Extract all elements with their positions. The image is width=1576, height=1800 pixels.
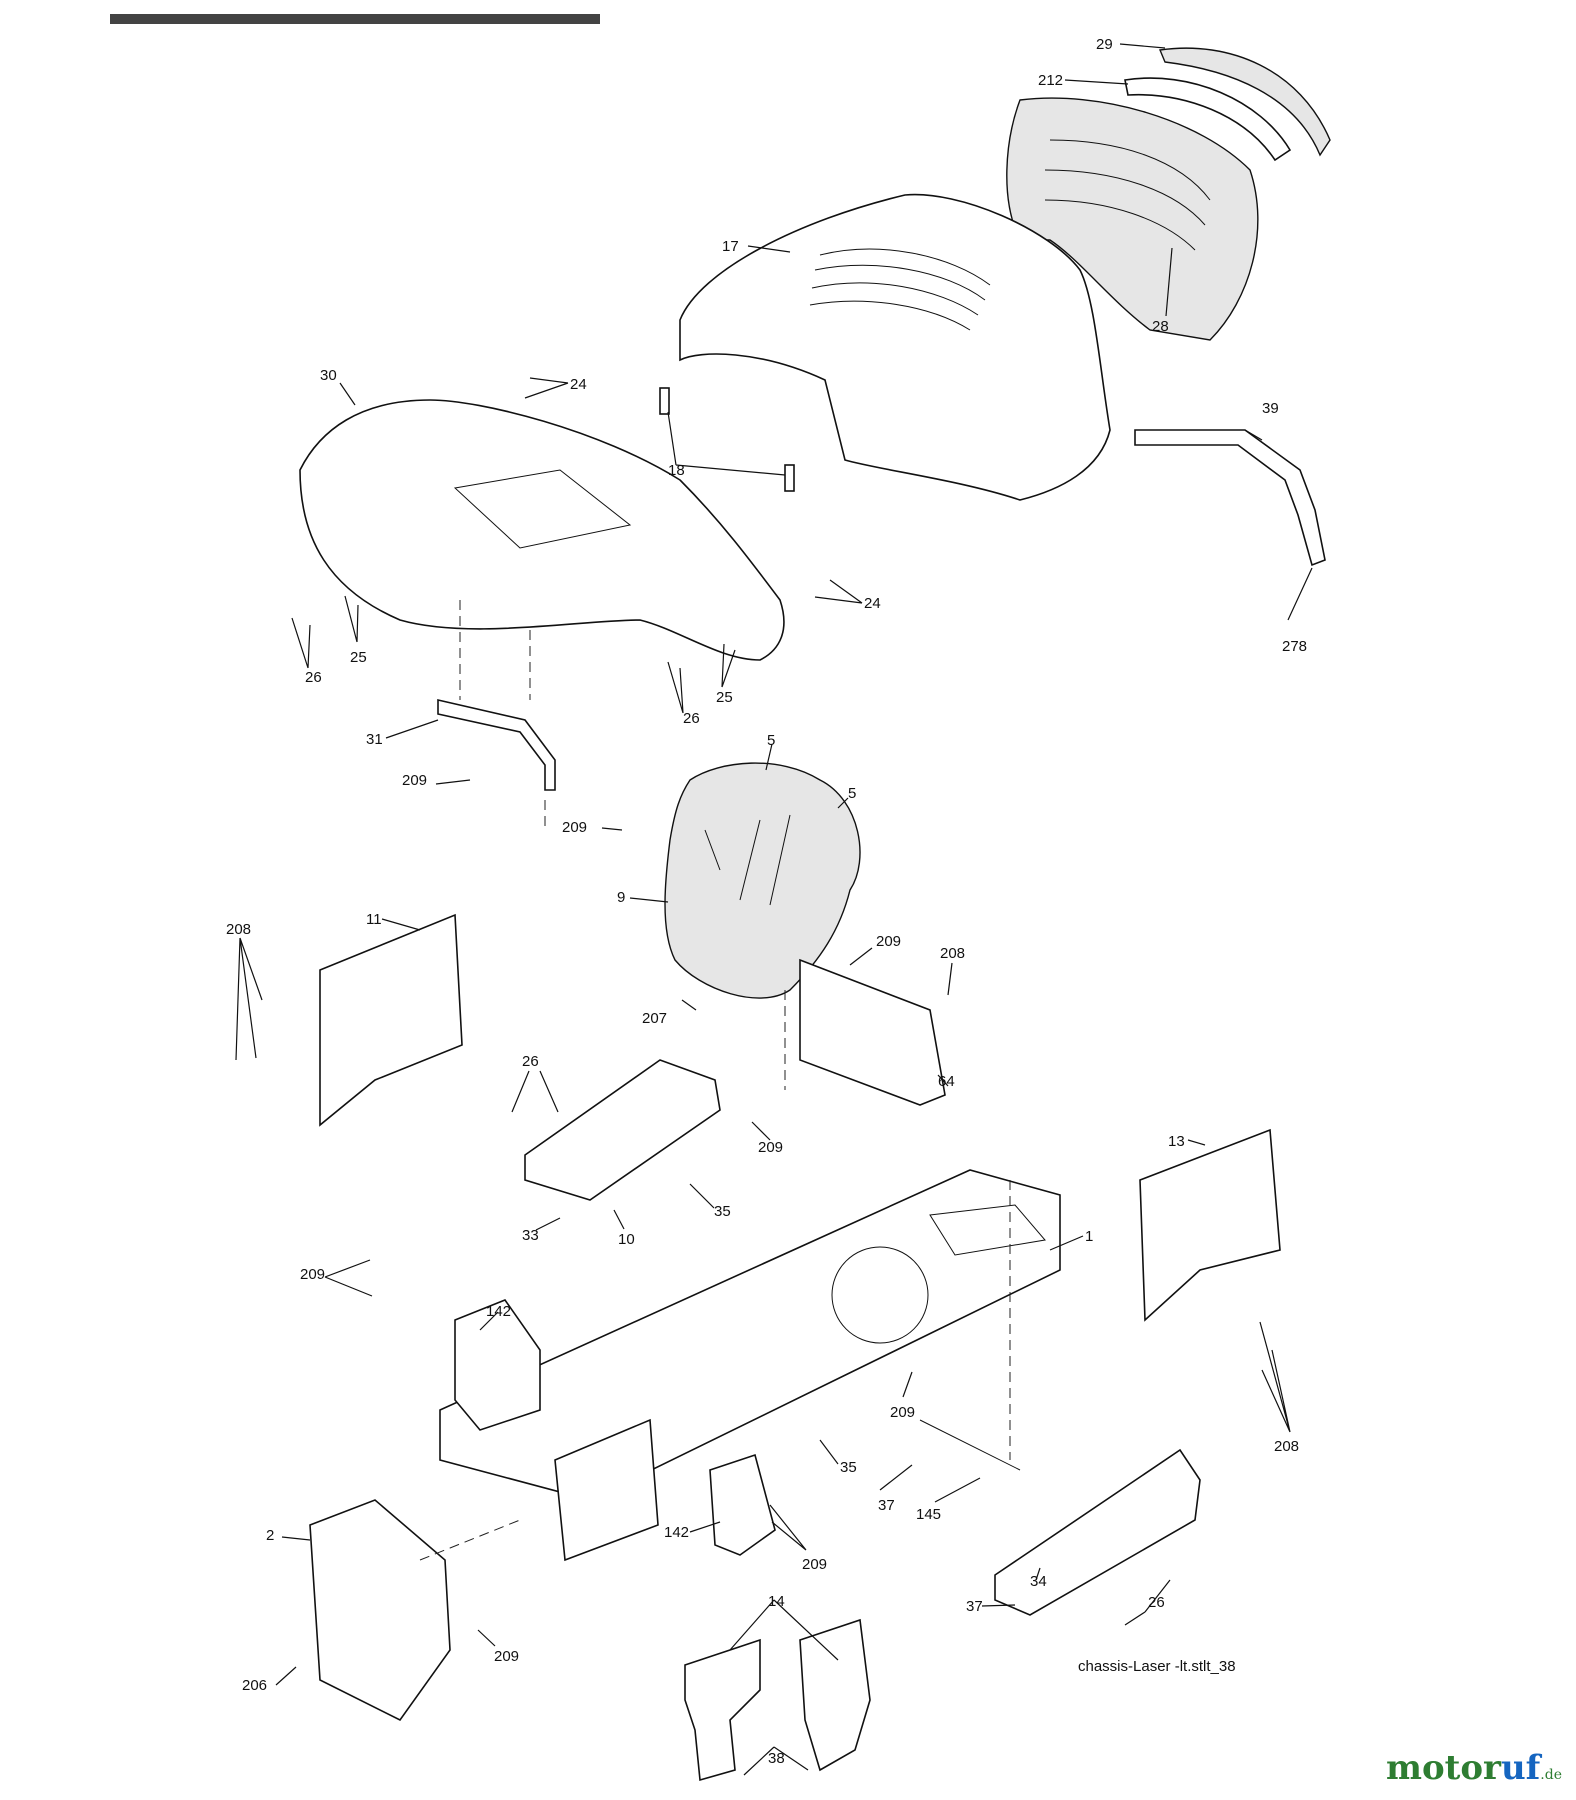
part-dash-panel: [664, 762, 861, 999]
part-seat-pan: [299, 399, 785, 661]
part-main-frame: [439, 1169, 1061, 1501]
callout-label: 208: [940, 945, 965, 962]
part-panel-2: [309, 1499, 451, 1722]
callout-label: 212: [1038, 72, 1063, 89]
callout-label: 5: [767, 732, 775, 749]
callout-label: 34: [1030, 1573, 1047, 1590]
callout-label: 209: [890, 1404, 915, 1421]
callout-label: 5: [848, 785, 856, 802]
part-rear-plate: [554, 1418, 659, 1562]
callout-label: 209: [802, 1556, 827, 1573]
callout-label: 64: [938, 1073, 955, 1090]
header-text-scan: [110, 14, 600, 24]
part-bracket-39: [1134, 429, 1326, 567]
leader-lines: [235, 43, 1313, 1776]
callout-label: 13: [1168, 1133, 1185, 1150]
callout-label: 26: [1148, 1594, 1165, 1611]
part-front-bumper: [994, 1448, 1201, 1616]
callout-label: 145: [916, 1506, 941, 1523]
callout-label: 26: [683, 710, 700, 727]
callout-label: 209: [300, 1266, 325, 1283]
callout-label: 208: [1274, 1438, 1299, 1455]
callout-label: 14: [768, 1593, 785, 1610]
callout-label: 25: [350, 649, 367, 666]
dash-slots: [704, 814, 791, 906]
part-pin-right: [784, 464, 795, 492]
callout-label: 26: [522, 1053, 539, 1070]
callout-label: 29: [1096, 36, 1113, 53]
callout-label: 35: [714, 1203, 731, 1220]
callout-label: 38: [768, 1750, 785, 1767]
callout-label: 18: [668, 462, 685, 479]
part-rod-145: [919, 1419, 1021, 1471]
alignment-lines: [419, 600, 1011, 1561]
part-front-grille: [1006, 97, 1259, 341]
callout-label: 11: [366, 911, 382, 928]
callout-label: 17: [722, 238, 739, 255]
callout-label: 209: [494, 1648, 519, 1665]
logo-text-accent: uf: [1500, 1748, 1541, 1788]
callout-label: 208: [226, 921, 251, 938]
part-bracket-142-upper: [454, 1299, 541, 1431]
callout-label: 2: [266, 1527, 274, 1544]
callout-label: 10: [618, 1231, 635, 1248]
callout-label: 209: [562, 819, 587, 836]
logo-text-suffix: .de: [1540, 1767, 1562, 1783]
part-bracket-142-lower: [709, 1453, 776, 1556]
part-hood: [679, 193, 1111, 501]
part-trim-strip: [1124, 77, 1292, 162]
frame-round-opening: [831, 1246, 929, 1344]
callout-label: 30: [320, 367, 337, 384]
callout-label: 142: [664, 1524, 689, 1541]
callout-label: 209: [758, 1139, 783, 1156]
callout-label: 209: [402, 772, 427, 789]
callout-label: 24: [864, 595, 881, 612]
frame-rear-opening: [929, 1204, 1046, 1256]
watermark-logo: motoruf.de: [1386, 1748, 1562, 1788]
callout-label: 37: [966, 1598, 983, 1615]
callout-label: 1: [1085, 1228, 1093, 1245]
callout-label: 31: [366, 731, 383, 748]
callout-label: 209: [876, 933, 901, 950]
callout-labels: 29 212 17 28 30 24 18 39 24 278 26 25 26…: [226, 36, 1307, 1767]
callout-label: 26: [305, 669, 322, 686]
seat-pan-recess: [453, 469, 632, 549]
callout-label: 206: [242, 1677, 267, 1694]
callout-label: 9: [617, 889, 625, 906]
part-seat-bracket: [437, 698, 556, 791]
callout-label: 25: [716, 689, 733, 706]
callout-label: 207: [642, 1010, 667, 1027]
diagram-caption: chassis-Laser -lt.stlt_38: [1078, 1658, 1236, 1675]
part-side-panel-13: [1139, 1128, 1281, 1322]
part-bracket-33: [524, 1059, 721, 1201]
part-support-64: [799, 958, 946, 1106]
grille-slots: [1044, 139, 1211, 251]
part-top-trim: [1159, 47, 1331, 157]
callout-label: 28: [1152, 318, 1169, 335]
callout-label: 142: [486, 1303, 511, 1320]
part-pin-left: [659, 387, 670, 415]
part-side-panel-11: [319, 913, 463, 1127]
callout-label: 33: [522, 1227, 539, 1244]
hood-vents: [809, 248, 991, 331]
logo-text-main: motor: [1385, 1748, 1501, 1788]
callout-label: 39: [1262, 400, 1279, 417]
callout-label: 278: [1282, 638, 1307, 655]
callout-label: 37: [878, 1497, 895, 1514]
callout-label: 35: [840, 1459, 857, 1476]
part-bracket-14-left: [684, 1638, 761, 1782]
callout-label: 24: [570, 376, 587, 393]
part-bracket-14-right: [799, 1618, 871, 1772]
